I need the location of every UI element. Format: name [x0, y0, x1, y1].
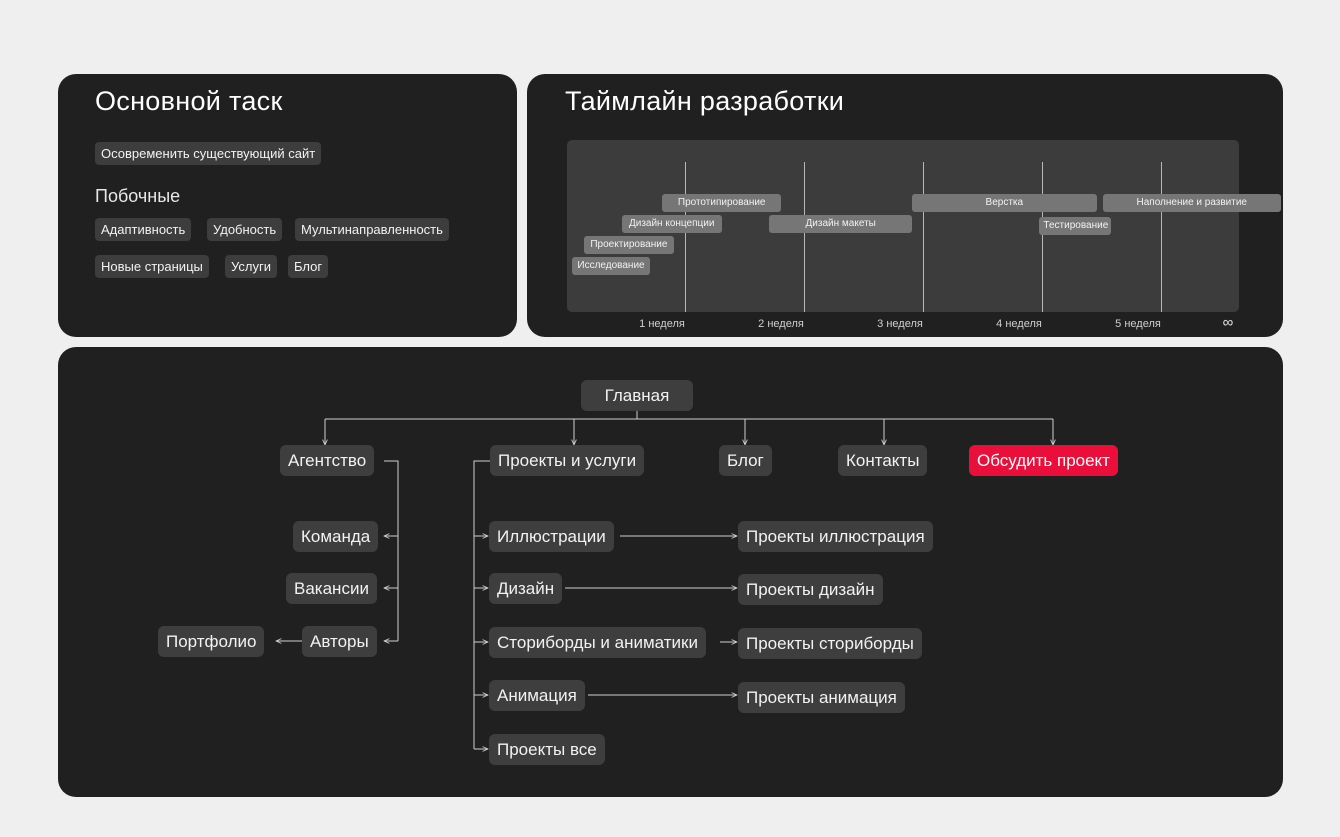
timeline-task-bar: Исследование: [571, 257, 651, 275]
timeline-task-bar: Наполнение и развитие: [1102, 194, 1281, 212]
node-all-projects[interactable]: Проекты все: [489, 734, 605, 765]
secondary-tasks-title: Побочные: [95, 186, 181, 206]
sitemap-card: Главная Агентство Проекты и услуги Блог …: [58, 347, 1283, 797]
infinity-icon: ∞: [1222, 314, 1234, 331]
week-gridline: [1161, 162, 1162, 312]
timeline-task-bar: Дизайн концепции: [621, 215, 722, 233]
week-label: 1 неделя: [639, 318, 685, 330]
node-contacts[interactable]: Контакты: [838, 445, 928, 476]
node-illustrations[interactable]: Иллюстрации: [489, 521, 614, 552]
node-vacancies[interactable]: Вакансии: [286, 573, 377, 604]
week-gridline: [1042, 162, 1043, 312]
node-team[interactable]: Команда: [293, 521, 379, 552]
timeline-task-bar: Верстка: [912, 194, 1097, 212]
node-design[interactable]: Дизайн: [489, 573, 563, 604]
week-label: 3 неделя: [877, 318, 923, 330]
node-projects-animation[interactable]: Проекты анимация: [738, 682, 905, 713]
node-discuss-project[interactable]: Обсудить проект: [969, 445, 1118, 476]
node-portfolio[interactable]: Портфолио: [158, 626, 265, 657]
timeline-task-bar: Дизайн макеты: [769, 215, 913, 233]
timeline-task-bar: Тестирование: [1039, 217, 1111, 235]
secondary-chip: Новые страницы: [95, 255, 209, 278]
week-gridline: [923, 162, 924, 312]
secondary-chip: Блог: [288, 255, 329, 278]
node-animation[interactable]: Анимация: [489, 680, 585, 711]
secondary-chip: Адаптивность: [95, 218, 192, 241]
week-label: 4 неделя: [996, 318, 1042, 330]
node-storyboards[interactable]: Сториборды и аниматики: [489, 627, 706, 658]
node-projects-illustration[interactable]: Проекты иллюстрация: [738, 521, 933, 552]
main-task-card: Основной таск Осовременить существующий …: [58, 74, 517, 337]
node-blog[interactable]: Блог: [719, 445, 772, 476]
sitemap-connectors: [58, 410, 1283, 797]
timeline-task-bar: Проектирование: [583, 236, 675, 254]
week-label: 5 неделя: [1115, 318, 1161, 330]
node-agency[interactable]: Агентство: [280, 445, 375, 476]
node-projects-storyboards[interactable]: Проекты сториборды: [738, 628, 922, 659]
timeline-title: Таймлайн разработки: [565, 86, 845, 116]
week-gridline: [804, 162, 805, 312]
timeline-task-bar: Прототипирование: [662, 194, 782, 212]
node-authors[interactable]: Авторы: [302, 626, 377, 657]
node-projects-design[interactable]: Проекты дизайн: [738, 574, 883, 605]
node-projects-services[interactable]: Проекты и услуги: [490, 445, 645, 476]
secondary-chip: Удобность: [207, 218, 283, 241]
secondary-chip: Мультинаправленность: [295, 218, 449, 241]
secondary-chip: Услуги: [225, 255, 277, 278]
main-task-title: Основной таск: [95, 86, 283, 116]
week-label: 2 неделя: [758, 318, 804, 330]
node-home[interactable]: Главная: [581, 380, 693, 411]
week-gridline: [685, 162, 686, 312]
primary-task-chip: Осовременить существующий сайт: [95, 142, 322, 165]
